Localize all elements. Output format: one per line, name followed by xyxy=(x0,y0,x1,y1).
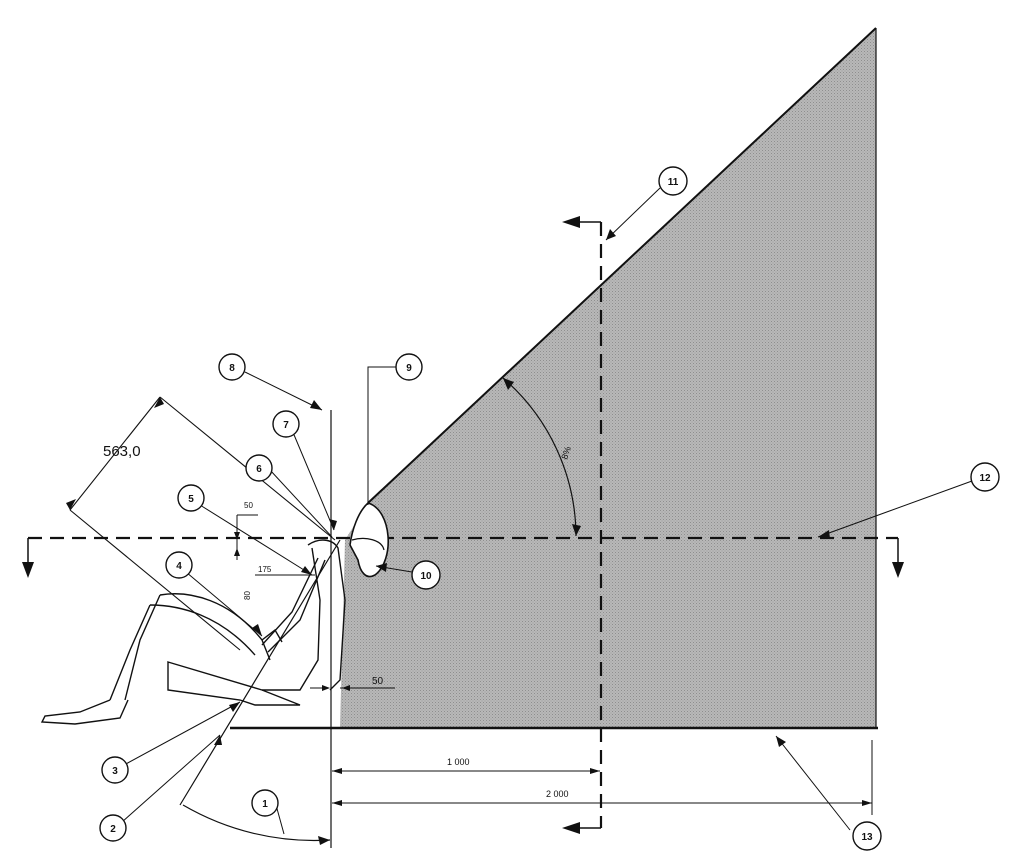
callout-3: 3 xyxy=(101,756,129,784)
svg-text:3: 3 xyxy=(112,766,118,777)
callout-9: 9 xyxy=(395,353,423,381)
dimension-50-right xyxy=(310,685,395,691)
callout-11: 11 xyxy=(658,166,688,196)
callout-2: 2 xyxy=(99,814,127,842)
callout-5: 5 xyxy=(177,484,205,512)
svg-text:7: 7 xyxy=(283,420,289,431)
head-detail-line xyxy=(351,537,385,551)
callout-arrowheads xyxy=(214,229,830,747)
svg-text:8: 8 xyxy=(229,363,235,374)
svg-text:4: 4 xyxy=(176,561,182,572)
dimension-2000-label: 2 000 xyxy=(546,789,569,799)
callout-1: 1 xyxy=(251,789,279,817)
dimension-50-top xyxy=(234,514,258,560)
angle-arc xyxy=(502,377,577,537)
upper-visibility-boundary xyxy=(367,27,877,504)
callout-leaders xyxy=(121,187,973,835)
angle-arrow-top xyxy=(503,378,514,390)
seat-angle-arrow xyxy=(318,836,330,845)
angle-arrow-bottom xyxy=(572,524,581,536)
callout-10: 10 xyxy=(411,560,441,590)
callout-12: 12 xyxy=(970,462,1000,492)
dimension-50-right-label: 50 xyxy=(372,676,384,687)
svg-text:10: 10 xyxy=(420,571,432,582)
svg-text:2: 2 xyxy=(110,824,116,835)
dimension-1000 xyxy=(332,768,600,774)
section-arrow-left xyxy=(22,562,34,578)
callout-8: 8 xyxy=(218,353,246,381)
head-contour xyxy=(349,502,390,578)
shaded-visibility-zone xyxy=(340,28,876,728)
svg-text:13: 13 xyxy=(861,832,873,843)
section-arrow-bottom xyxy=(562,822,580,834)
angle-label: 8% xyxy=(559,445,573,460)
svg-text:6: 6 xyxy=(256,464,262,475)
dimension-563-label: 563,0 xyxy=(103,443,141,460)
dimension-vertical-small-label: 80 xyxy=(243,591,252,600)
callout-4: 4 xyxy=(165,551,193,579)
svg-text:12: 12 xyxy=(979,473,991,484)
inclined-reference-line xyxy=(179,539,341,806)
section-arrow-right xyxy=(892,562,904,578)
svg-text:9: 9 xyxy=(406,363,412,374)
dimension-563 xyxy=(66,396,336,651)
callout-6: 6 xyxy=(245,454,273,482)
callout-7: 7 xyxy=(272,410,300,438)
section-arrow-top xyxy=(562,216,580,228)
dimension-175-label: 175 xyxy=(258,565,272,574)
seat-angle-arc xyxy=(182,804,331,842)
dimension-50-top-label: 50 xyxy=(244,501,253,510)
dimension-2000 xyxy=(332,740,873,815)
dimension-1000-label: 1 000 xyxy=(447,757,470,767)
svg-text:11: 11 xyxy=(668,177,679,188)
svg-text:1: 1 xyxy=(262,799,268,810)
svg-text:5: 5 xyxy=(188,494,194,505)
callout-13: 13 xyxy=(852,821,882,851)
